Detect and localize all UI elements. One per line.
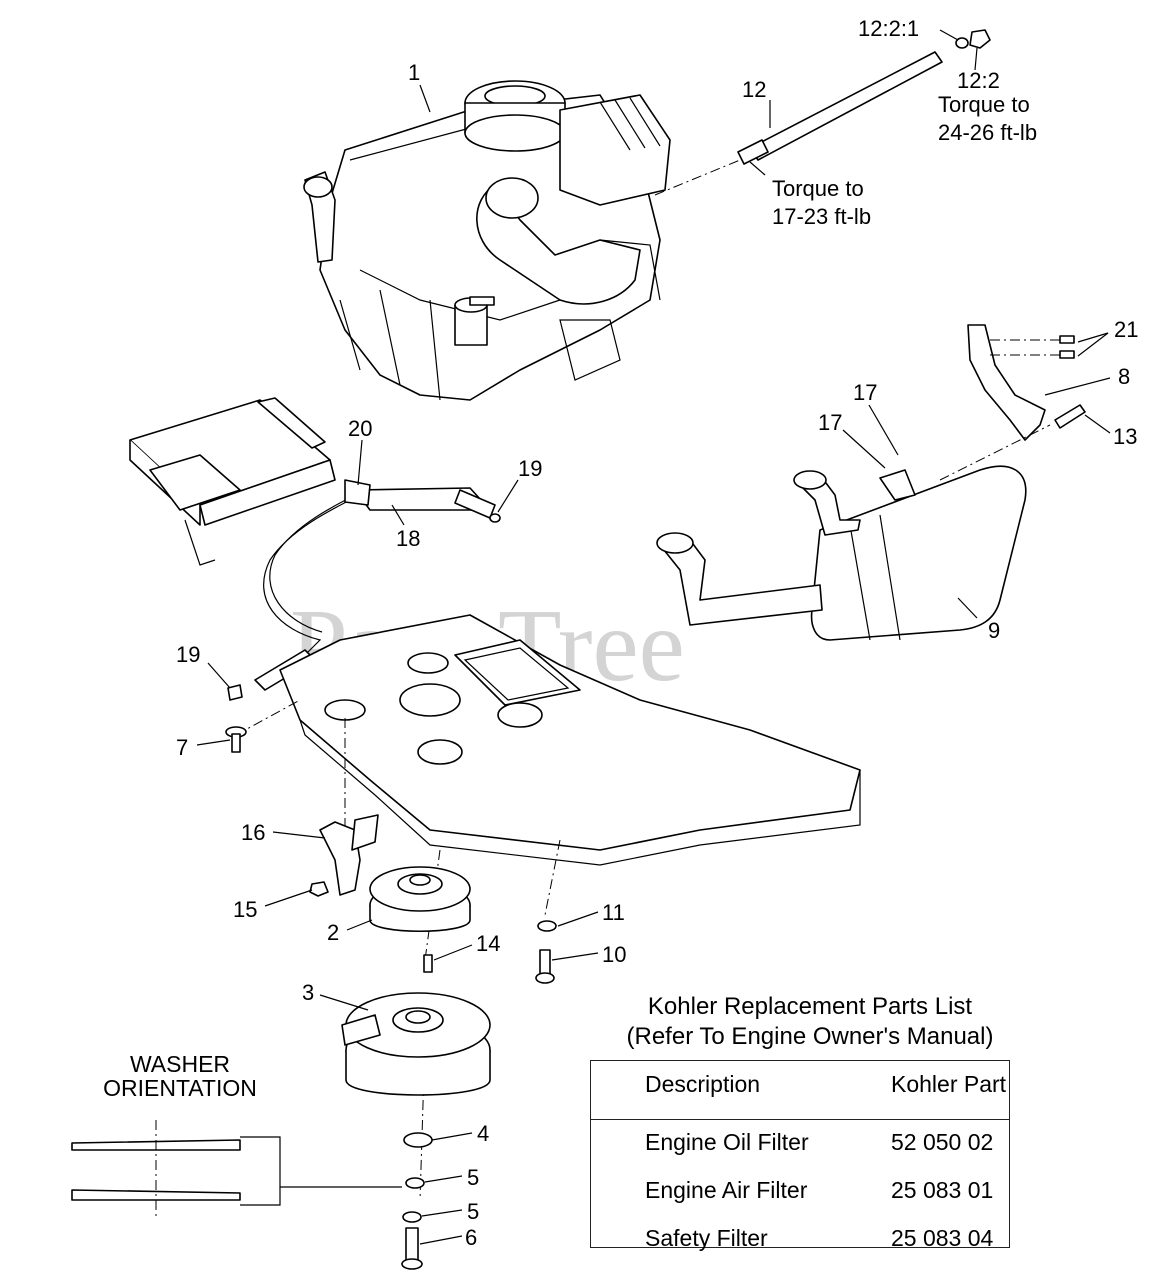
washer-part-11 bbox=[537, 920, 557, 932]
callout-7: 7 bbox=[176, 735, 188, 760]
row-description: Engine Air Filter bbox=[645, 1177, 808, 1203]
callout-9: 9 bbox=[988, 618, 1000, 643]
washer-orientation-title: WASHER ORIENTATION bbox=[70, 1052, 290, 1100]
callout-20: 20 bbox=[348, 416, 372, 441]
header-description: Description bbox=[645, 1071, 761, 1097]
callout-11: 11 bbox=[602, 900, 625, 925]
callout-4: 4 bbox=[477, 1121, 489, 1146]
callout-1: 1 bbox=[408, 60, 420, 85]
callout-14: 14 bbox=[476, 931, 500, 956]
engine-deck-plate bbox=[279, 614, 861, 866]
callout-3: 3 bbox=[302, 980, 314, 1005]
callout-12: 12 bbox=[742, 77, 766, 102]
parts-list-table: Description Kohler Part Engine Oil Filte… bbox=[590, 1060, 1010, 1251]
callout-21: 21 bbox=[1114, 317, 1138, 342]
callout-17-lower: 17 bbox=[818, 410, 842, 435]
clutch-part-3 bbox=[341, 992, 491, 1096]
muffler-bracket-part-8 bbox=[939, 324, 1086, 481]
bracket-part-16 bbox=[319, 814, 379, 896]
bolt-part-7 bbox=[225, 726, 247, 753]
callout-17-upper: 17 bbox=[853, 380, 877, 405]
shield-bracket bbox=[129, 397, 336, 566]
leader-lines bbox=[196, 29, 1111, 1245]
callout-12-2: 12:2 bbox=[957, 68, 1000, 93]
washer-orientation-line2: ORIENTATION bbox=[103, 1075, 257, 1101]
engine-part-1 bbox=[303, 80, 671, 401]
callout-18: 18 bbox=[396, 526, 420, 551]
washer-part-4 bbox=[403, 1132, 433, 1148]
table-row: Safety Filter 25 083 04 bbox=[591, 1215, 1009, 1261]
bolt-part-6 bbox=[401, 1227, 423, 1270]
washer-part-5b bbox=[402, 1211, 422, 1223]
torque-note-upper-line1: Torque to bbox=[938, 92, 1030, 117]
parts-list-title-line2: (Refer To Engine Owner's Manual) bbox=[626, 1023, 994, 1050]
washer-orientation-line1: WASHER bbox=[129, 1051, 231, 1077]
row-part-number: 25 083 04 bbox=[891, 1225, 994, 1251]
exhaust-pipe-part-12 bbox=[737, 29, 991, 165]
table-row: Engine Oil Filter 52 050 02 bbox=[591, 1119, 1009, 1165]
callout-15: 15 bbox=[233, 897, 257, 922]
callout-8: 8 bbox=[1118, 364, 1130, 389]
torque-note-upper-line2: 24-26 ft-lb bbox=[938, 120, 1037, 145]
parts-list-title: Kohler Replacement Parts List (Refer To … bbox=[590, 992, 1030, 1052]
header-divider bbox=[591, 1119, 1009, 1120]
callout-2: 2 bbox=[327, 920, 339, 945]
callout-5-upper: 5 bbox=[467, 1165, 479, 1190]
callout-5-lower: 5 bbox=[467, 1199, 479, 1224]
table-row: Engine Air Filter 25 083 01 bbox=[591, 1167, 1009, 1213]
callout-16: 16 bbox=[241, 820, 265, 845]
callout-19-lower: 19 bbox=[176, 642, 200, 667]
callout-6: 6 bbox=[465, 1225, 477, 1250]
row-part-number: 52 050 02 bbox=[891, 1129, 994, 1155]
washer-part-5a bbox=[405, 1177, 425, 1189]
callout-10: 10 bbox=[602, 942, 626, 967]
torque-note-lower-line1: Torque to bbox=[772, 176, 864, 201]
table-header-row: Description Kohler Part bbox=[591, 1061, 1009, 1107]
nut-part-15 bbox=[309, 881, 329, 897]
row-description: Safety Filter bbox=[645, 1225, 768, 1251]
callout-19-upper: 19 bbox=[518, 456, 542, 481]
key-part-14 bbox=[423, 954, 433, 973]
washer-orientation-detail bbox=[71, 1120, 402, 1220]
row-description: Engine Oil Filter bbox=[645, 1129, 809, 1155]
parts-list-title-line1: Kohler Replacement Parts List bbox=[647, 993, 973, 1020]
muffler-part-9 bbox=[656, 465, 1027, 641]
callout-13: 13 bbox=[1113, 424, 1137, 449]
row-part-number: 25 083 01 bbox=[891, 1177, 994, 1203]
pulley-part-2 bbox=[369, 866, 471, 933]
bolt-part-10 bbox=[535, 949, 555, 984]
torque-note-lower-line2: 17-23 ft-lb bbox=[772, 204, 871, 229]
callout-12-2-1: 12:2:1 bbox=[858, 16, 919, 41]
header-kohler-part: Kohler Part bbox=[891, 1071, 1007, 1097]
